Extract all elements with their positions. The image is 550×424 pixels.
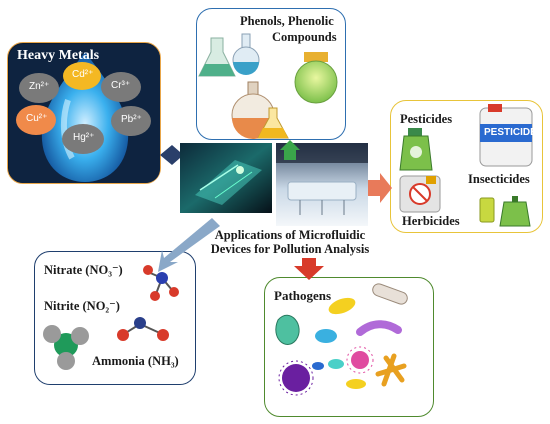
herbicide-bottle-icon (399, 175, 441, 213)
round-flask-icon (231, 81, 275, 139)
conical-flask-icon (257, 107, 289, 139)
ammonia-molecule-icon (43, 325, 89, 370)
central-title: Applications of Microfluidic Devices for… (200, 228, 380, 256)
insecticide-spray-icon (479, 196, 531, 227)
nitrate-label: Nitrate (NO₃⁻) (44, 263, 123, 277)
microfluidic-chip-image (180, 143, 272, 213)
hg-ion (62, 124, 104, 154)
insecticides-label: Insecticides (468, 172, 530, 186)
pb-ion-label: Pb²⁺ (121, 114, 142, 125)
nitrate-molecule-icon (143, 265, 179, 301)
central-title-line2: Devices for Pollution Analysis (210, 242, 370, 256)
nitrite-molecule-icon (117, 317, 169, 341)
arrow-to-agro (368, 173, 392, 203)
pesticide-bottle-label: PESTICIDE (484, 127, 537, 138)
phenols-title-line1: Phenols, Phenolic (240, 14, 334, 28)
pb-ion (111, 106, 151, 136)
arrow-to-pathogens (294, 258, 324, 280)
zn-ion-label: Zn²⁺ (29, 81, 50, 92)
arrow-to-phenols (280, 140, 300, 160)
phenols-title-line2: Compounds (272, 30, 337, 44)
pesticides-label: Pesticides (400, 112, 453, 126)
pathogens-title: Pathogens (274, 288, 332, 303)
pesticide-bottle-icon (479, 104, 533, 167)
bacteria-yellow-icon (328, 297, 356, 315)
arrow-to-heavy-metals (160, 145, 180, 165)
bacteria-green-icon (275, 314, 300, 345)
bacteria-purple-icon (356, 320, 402, 336)
ammonia-label: Ammonia (NH₃) (92, 354, 179, 368)
flask-blue-icon (232, 33, 260, 75)
bacteria-orange-icon (375, 353, 407, 387)
hg-ion-label: Hg²⁺ (73, 132, 95, 143)
bacteria-small-icon (312, 359, 366, 389)
virus-pink-icon (346, 346, 374, 374)
cu-ion-label: Cu²⁺ (26, 113, 48, 124)
bacteria-blue-icon (315, 329, 337, 343)
pesticide-sprayer-icon (399, 128, 433, 171)
zn-ion (19, 73, 59, 103)
arrow-to-nitrogen (158, 218, 220, 272)
jar-green-icon (294, 52, 338, 104)
flask-green-icon (198, 37, 236, 77)
cu-ion (16, 105, 56, 135)
nitrite-label: Nitrite (NO₂⁻) (44, 299, 120, 313)
cd-ion (63, 62, 101, 90)
cr-ion (101, 72, 141, 102)
cr-ion-label: Cr³⁺ (111, 80, 131, 91)
heavy-metals-title: Heavy Metals (17, 48, 100, 63)
central-title-line1: Applications of Microfluidic (214, 228, 366, 242)
cd-ion-label: Cd²⁺ (72, 69, 94, 80)
bacteria-rod-icon (372, 283, 408, 305)
virus-purple-icon (278, 360, 314, 396)
herbicides-label: Herbicides (402, 214, 460, 228)
